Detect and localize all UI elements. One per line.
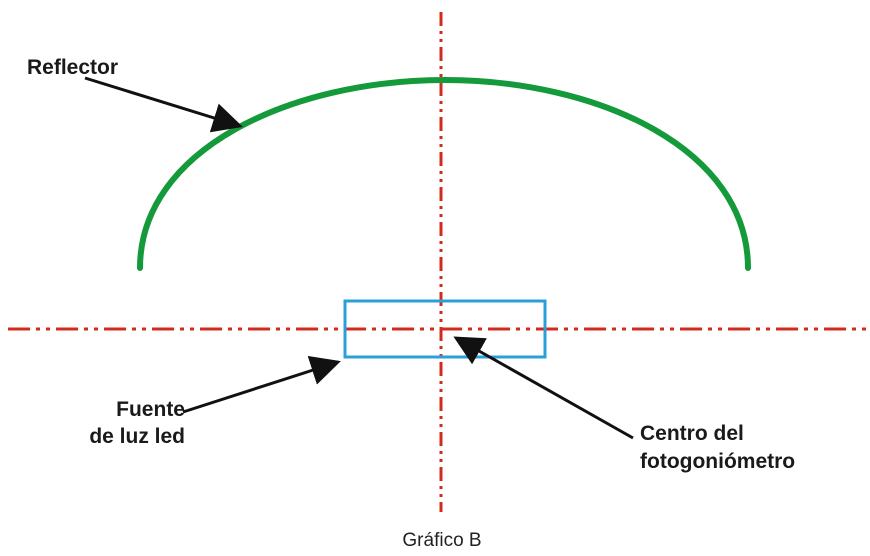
led-source-label-line1: Fuente bbox=[116, 398, 185, 421]
reflector-arrow bbox=[84, 76, 243, 133]
reflector-arc bbox=[137, 76, 751, 271]
center-arrow bbox=[453, 336, 634, 440]
led-source-arrow bbox=[182, 356, 341, 414]
figure-caption: Gráfico B bbox=[402, 530, 481, 551]
reflector-label: Reflector bbox=[27, 56, 118, 79]
led-source-box bbox=[343, 299, 547, 359]
center-label-line2: fotogoniómetro bbox=[640, 450, 795, 473]
led-source-label-line2: de luz led bbox=[89, 425, 185, 448]
center-label-line1: Centro del bbox=[640, 422, 744, 445]
